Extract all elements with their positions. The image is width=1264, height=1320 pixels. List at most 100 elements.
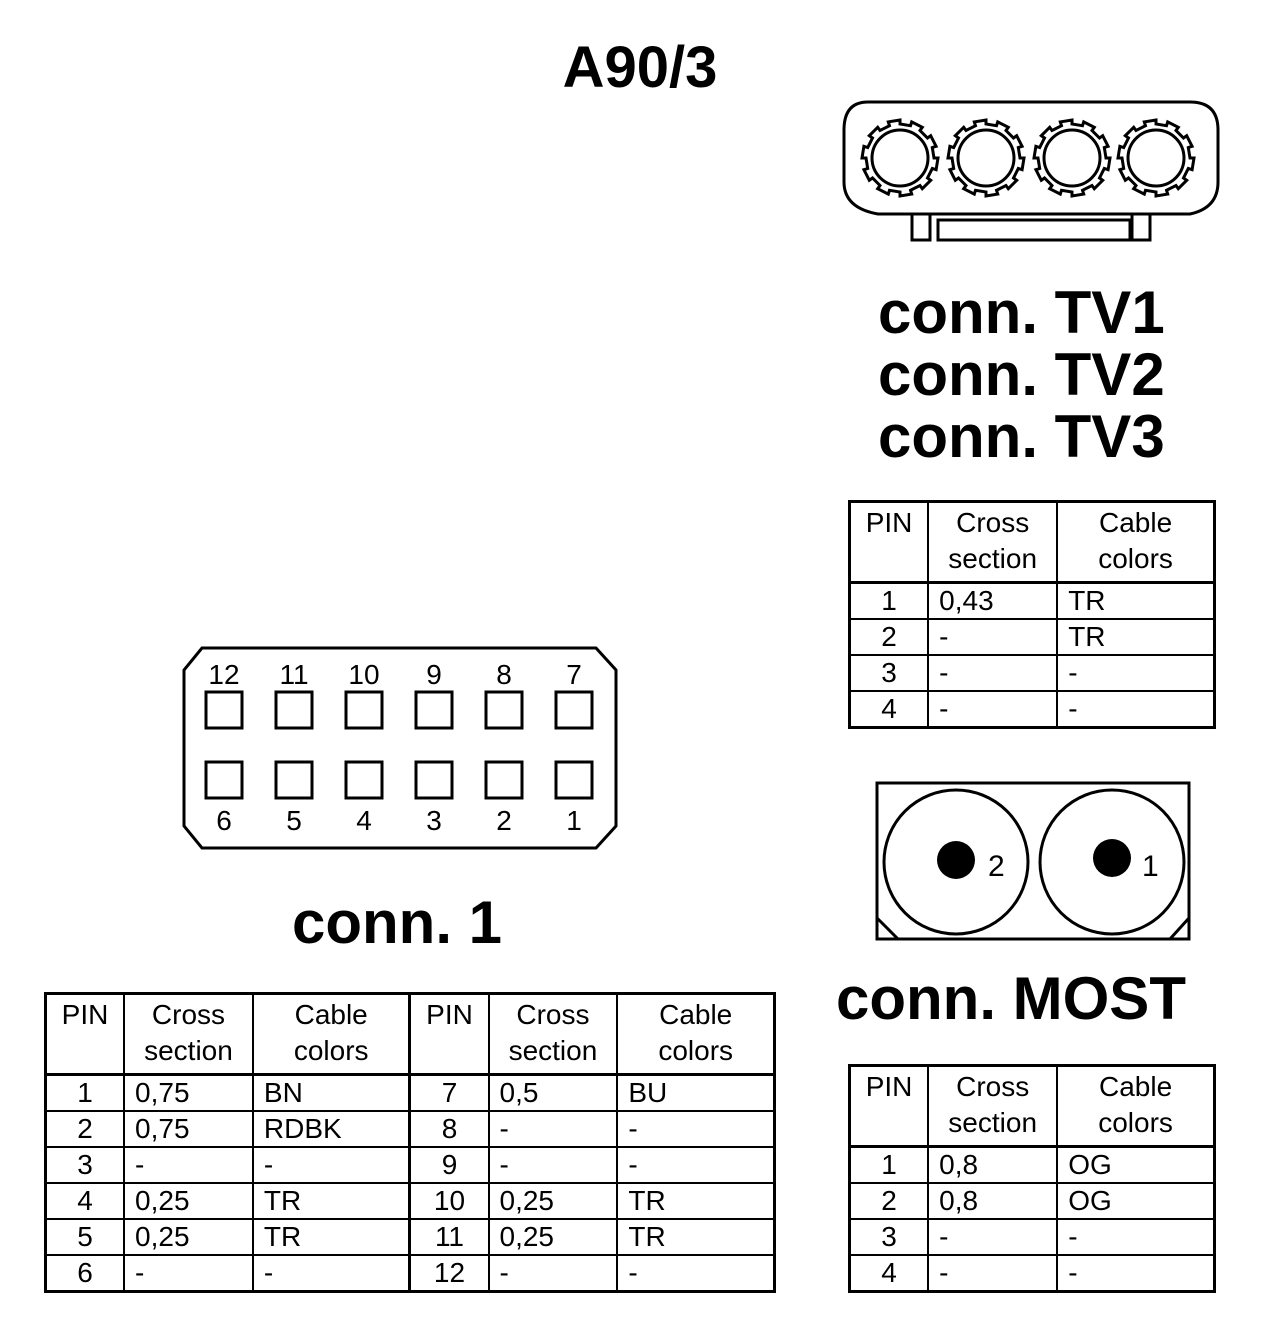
- cross-section-cell: 0,25: [487, 1218, 619, 1256]
- pin-header: PIN: [848, 500, 930, 584]
- cable-color-cell: OG: [1056, 1182, 1216, 1220]
- cross-section-cell: 0,43: [927, 581, 1059, 620]
- cable-color-cell: TR: [1056, 618, 1216, 656]
- most-pin-label-1: 1: [1142, 850, 1159, 883]
- most-table-header: PIN Cross section Cable colors: [848, 1064, 1216, 1148]
- tv2-label: conn. TV2: [878, 341, 1165, 408]
- conn1-pin-number-top: 9: [426, 659, 442, 690]
- conn1-pin-number-top: 12: [208, 659, 239, 690]
- tv-socket: [1032, 118, 1112, 198]
- conn1-pin-number-bottom: 5: [286, 805, 302, 836]
- conn1-pin-bottom: [204, 760, 244, 800]
- cross-section-header: Cross section: [927, 1064, 1059, 1148]
- tv-socket: [860, 118, 940, 198]
- pin-header: PIN: [408, 992, 490, 1076]
- table-row: 2 - TR: [848, 618, 1216, 656]
- most-pin-1-contact: [1093, 839, 1131, 877]
- pin-cell: 10: [408, 1182, 490, 1220]
- pin-cell: 3: [848, 654, 930, 692]
- cable-color-cell: TR: [1056, 581, 1216, 620]
- table-row: 3 - - 9 - -: [44, 1146, 776, 1184]
- cross-section-header: Cross section: [123, 992, 254, 1076]
- cross-section-cell: -: [487, 1110, 619, 1148]
- cross-section-cell: -: [487, 1254, 619, 1293]
- cable-color-cell: TR: [616, 1218, 776, 1256]
- pin-cell: 12: [408, 1254, 490, 1293]
- tv-socket: [946, 118, 1026, 198]
- pin-cell: 3: [848, 1218, 930, 1256]
- cross-section-cell: 0,8: [927, 1182, 1059, 1220]
- table-row: 3 - -: [848, 1218, 1216, 1256]
- table-row: 2 0,8 OG: [848, 1182, 1216, 1220]
- most-pin-2-contact: [937, 841, 975, 879]
- tv-connector-labels: conn. TV1 conn. TV2 conn. TV3: [878, 282, 1165, 468]
- cross-section-cell: -: [123, 1146, 254, 1184]
- conn1-pin-number-top: 10: [348, 659, 379, 690]
- pin-cell: 4: [848, 1254, 930, 1293]
- most-pin-table: PIN Cross section Cable colors 1 0,8 OG …: [848, 1064, 1216, 1293]
- cable-color-cell: BN: [251, 1073, 411, 1112]
- pin-cell: 1: [848, 581, 930, 620]
- cross-section-cell: -: [927, 618, 1059, 656]
- cable-color-cell: OG: [1056, 1145, 1216, 1184]
- cable-color-cell: -: [1056, 654, 1216, 692]
- cross-section-cell: 0,75: [123, 1110, 254, 1148]
- cross-section-cell: 0,25: [487, 1182, 619, 1220]
- table-row: 5 0,25 TR 11 0,25 TR: [44, 1218, 776, 1256]
- cable-colors-header: Cable colors: [616, 992, 776, 1076]
- conn1-pin-bottom: [554, 760, 594, 800]
- page-title: A90/3: [562, 35, 718, 100]
- cable-color-cell: -: [251, 1146, 411, 1184]
- pin-cell: 4: [848, 690, 930, 729]
- table-row: 4 0,25 TR 10 0,25 TR: [44, 1182, 776, 1220]
- conn1-table-header: PIN Cross section Cable colors PIN Cross…: [44, 992, 776, 1076]
- pin-cell: 2: [44, 1110, 126, 1148]
- conn1-pin-top: [344, 690, 384, 730]
- pin-cell: 3: [44, 1146, 126, 1184]
- cable-colors-header: Cable colors: [1056, 1064, 1216, 1148]
- cross-section-cell: 0,75: [123, 1073, 254, 1112]
- cable-colors-header: Cable colors: [1056, 500, 1216, 584]
- pin-cell: 1: [44, 1073, 126, 1112]
- conn1-pin-number-top: 8: [496, 659, 512, 690]
- pin-cell: 6: [44, 1254, 126, 1293]
- conn1-pin-number-bottom: 2: [496, 805, 512, 836]
- table-row: 1 0,75 BN 7 0,5 BU: [44, 1073, 776, 1112]
- conn1-pin-number-bottom: 4: [356, 805, 372, 836]
- cross-section-cell: 0,5: [487, 1073, 619, 1112]
- conn1-pin-top: [484, 690, 524, 730]
- pin-cell: 2: [848, 618, 930, 656]
- conn1-pin-top: [414, 690, 454, 730]
- conn1-label: conn. 1: [292, 889, 503, 956]
- table-row: 1 0,8 OG: [848, 1145, 1216, 1184]
- cable-color-cell: -: [1056, 1218, 1216, 1256]
- cross-section-cell: -: [927, 1218, 1059, 1256]
- cross-section-cell: -: [123, 1254, 254, 1293]
- table-row: 2 0,75 RDBK 8 - -: [44, 1110, 776, 1148]
- tv-table-header: PIN Cross section Cable colors: [848, 500, 1216, 584]
- cable-color-cell: TR: [616, 1182, 776, 1220]
- cross-section-cell: 0,8: [927, 1145, 1059, 1184]
- conn1-pin-top: [554, 690, 594, 730]
- cable-colors-header: Cable colors: [251, 992, 411, 1076]
- cable-color-cell: TR: [251, 1218, 411, 1256]
- cable-color-cell: -: [1056, 690, 1216, 729]
- cable-color-cell: -: [616, 1146, 776, 1184]
- tv-connector-diagram: [842, 100, 1220, 242]
- table-row: 6 - - 12 - -: [44, 1254, 776, 1293]
- pin-cell: 5: [44, 1218, 126, 1256]
- conn1-pin-number-bottom: 1: [566, 805, 582, 836]
- pin-cell: 1: [848, 1145, 930, 1184]
- conn1-pin-number-bottom: 3: [426, 805, 442, 836]
- cable-color-cell: BU: [616, 1073, 776, 1112]
- cross-section-header: Cross section: [487, 992, 619, 1076]
- cross-section-cell: -: [487, 1146, 619, 1184]
- cross-section-cell: -: [927, 690, 1059, 729]
- cable-color-cell: -: [616, 1254, 776, 1293]
- conn1-pin-number-top: 11: [279, 659, 308, 690]
- cable-color-cell: TR: [251, 1182, 411, 1220]
- most-label: conn. MOST: [836, 965, 1186, 1032]
- cable-color-cell: RDBK: [251, 1110, 411, 1148]
- tv3-label: conn. TV3: [878, 403, 1165, 470]
